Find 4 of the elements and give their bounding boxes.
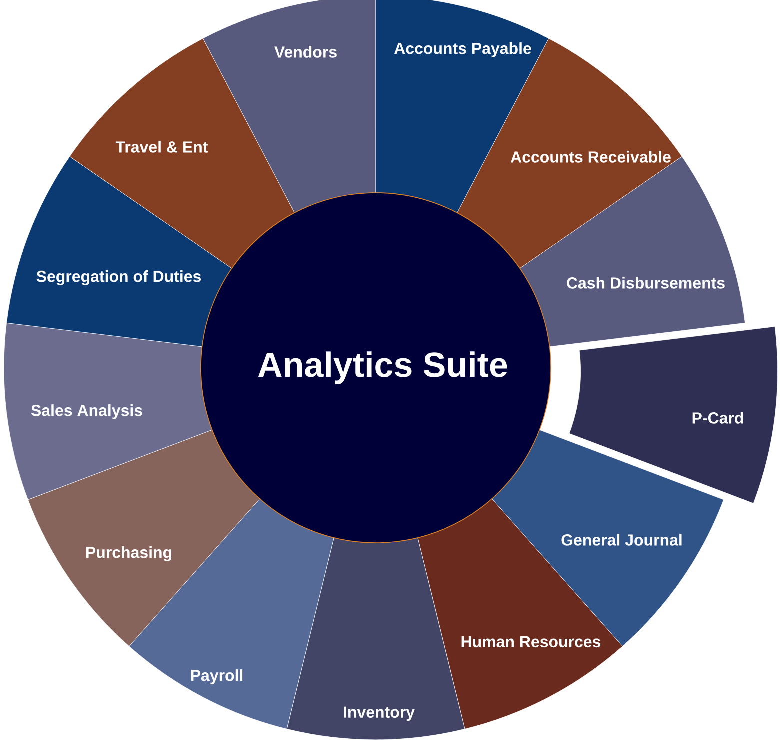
segment: Purchasing (28, 430, 260, 647)
segment: Segregation of Duties (6, 156, 232, 348)
segment: Sales Analysis (4, 322, 213, 500)
segment: P-Card (569, 326, 778, 504)
